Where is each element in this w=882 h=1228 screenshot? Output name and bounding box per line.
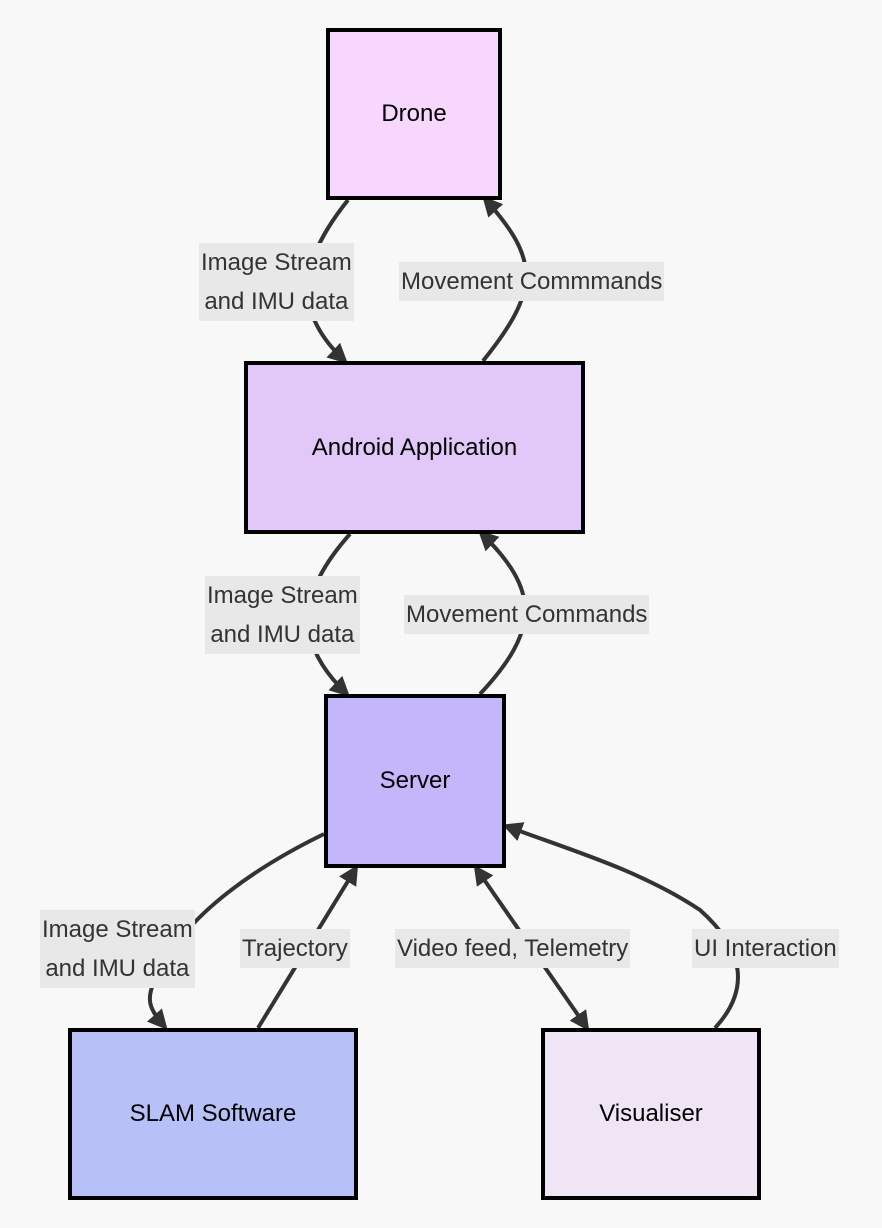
edge-label-line: Image Stream: [207, 582, 358, 609]
edge-visualiser-to-server: [502, 822, 740, 1030]
node-visualiser[interactable]: Visualiser: [541, 1028, 761, 1200]
edge-label-line: and IMU data: [210, 621, 355, 648]
edge-label-server-visualiser: Video feed, Telemetry: [395, 929, 631, 968]
edge-label-line: and IMU data: [45, 955, 190, 982]
edge-label-visualiser-to-server: UI Interaction: [692, 929, 839, 968]
node-android-application[interactable]: Android Application: [244, 361, 585, 534]
node-drone[interactable]: Drone: [326, 28, 502, 200]
edge-label-android-to-drone: Movement Commmands: [399, 262, 665, 301]
edge-label-line: and IMU data: [204, 288, 349, 315]
edge-label-slam-to-server: Trajectory: [240, 929, 350, 968]
node-visualiser-label: Visualiser: [599, 1100, 703, 1127]
node-slam-software[interactable]: SLAM Software: [68, 1028, 358, 1200]
edge-label-text: UI Interaction: [694, 935, 837, 962]
edge-label-android-to-server: Image Stream and IMU data: [205, 576, 360, 654]
node-server-label: Server: [379, 767, 451, 794]
edge-label-text: Movement Commmands: [401, 268, 663, 295]
edge-label-text: Movement Commands: [406, 601, 648, 628]
edge-label-text: Trajectory: [242, 935, 348, 962]
edge-label-server-to-slam: Image Stream and IMU data: [40, 910, 195, 988]
edge-label-server-to-android: Movement Commands: [404, 595, 650, 634]
edge-label-drone-to-android: Image Stream and IMU data: [199, 243, 354, 321]
edge-label-line: Image Stream: [201, 249, 352, 276]
edge-label-text: Video feed, Telemetry: [397, 935, 629, 962]
node-android-application-label: Android Application: [311, 433, 518, 461]
node-slam-software-label: SLAM Software: [129, 1100, 297, 1127]
edge-label-line: Image Stream: [42, 916, 193, 943]
node-server[interactable]: Server: [324, 694, 506, 868]
node-drone-label: Drone: [381, 100, 447, 127]
